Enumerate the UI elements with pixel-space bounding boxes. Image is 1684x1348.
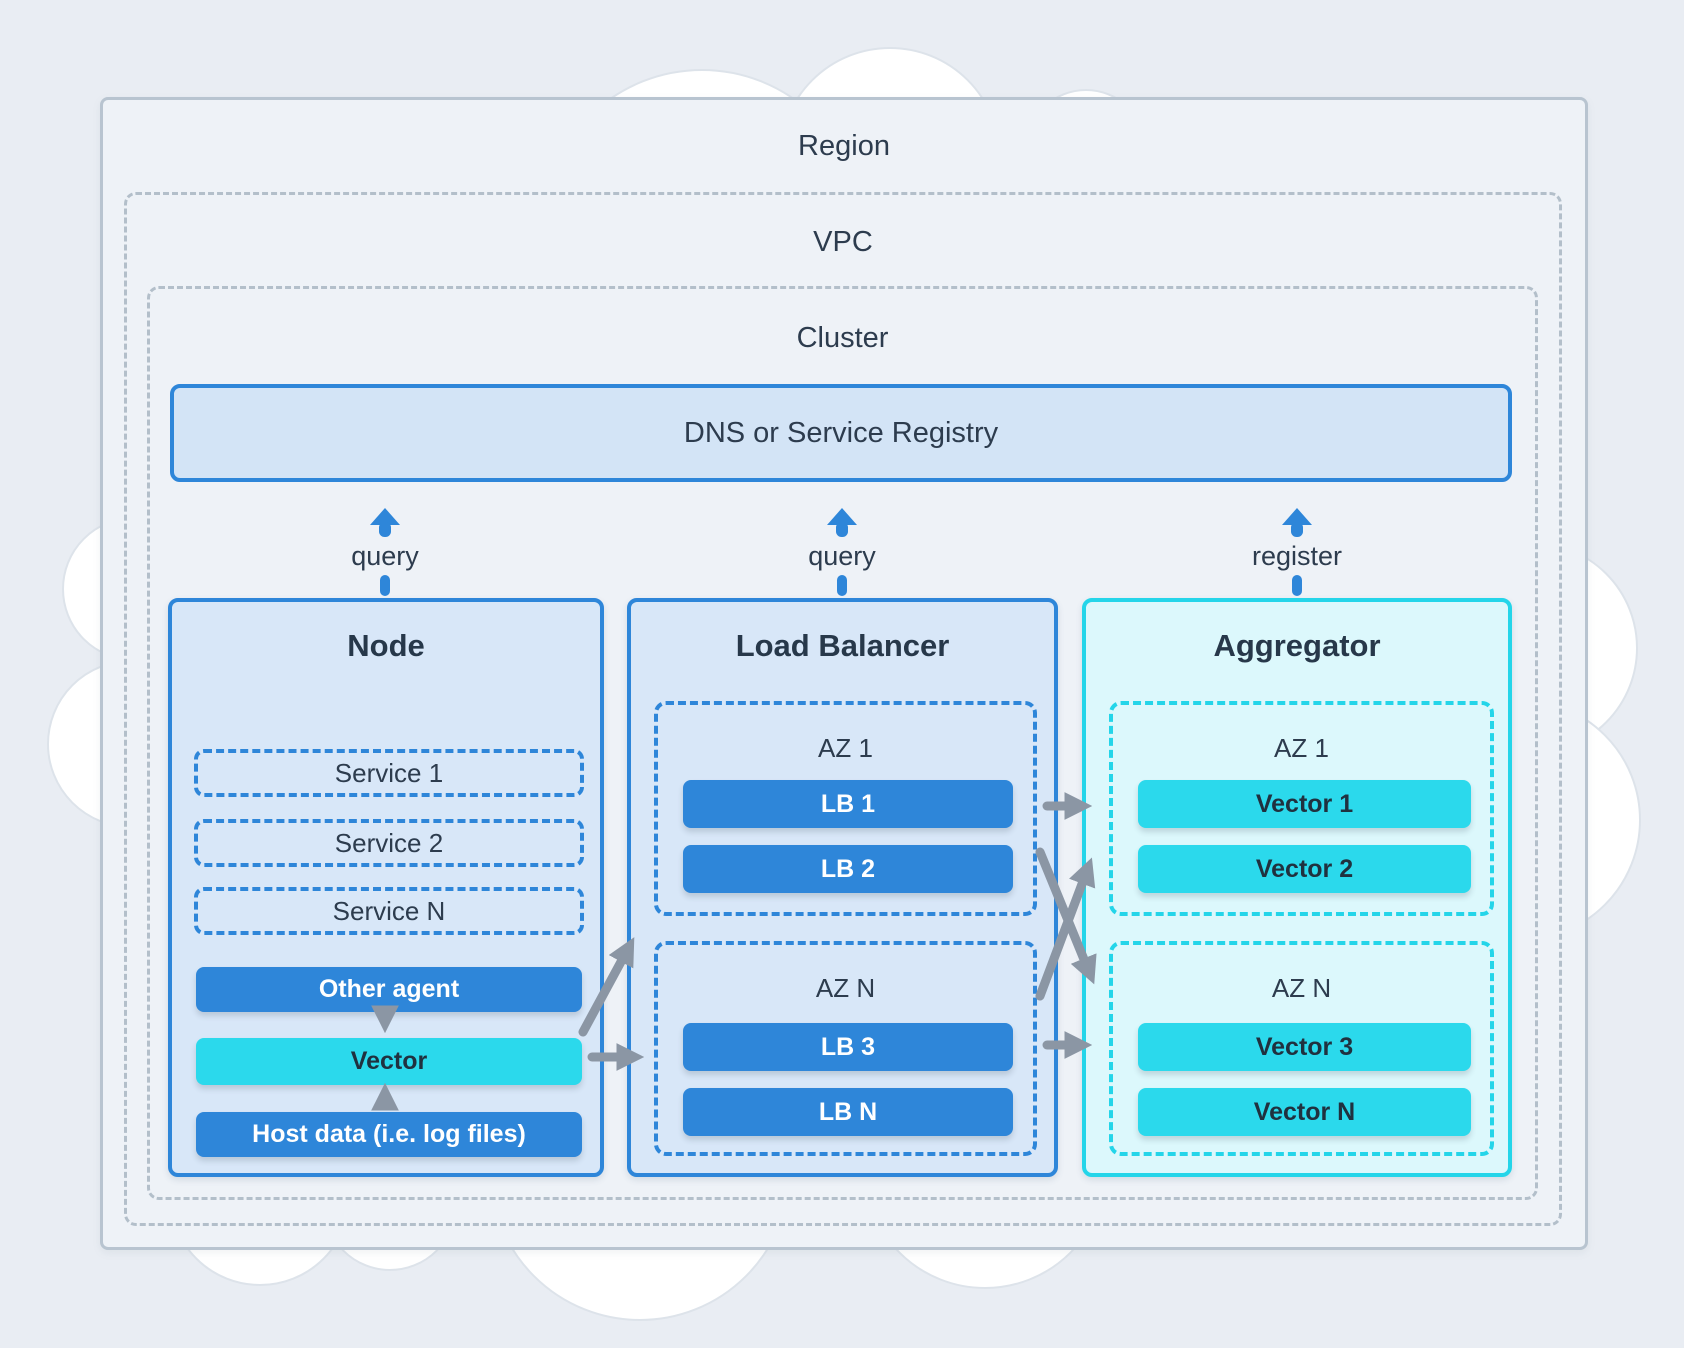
agg-azn-label: AZ N [1271,973,1332,1003]
lb-n-label: LB N [818,1097,878,1126]
lb-1-label: LB 1 [820,789,876,818]
lb-3-label: LB 3 [820,1032,876,1061]
lb-az1-label: AZ 1 [818,733,873,763]
register-label: register [1251,541,1343,571]
vector-n-label: Vector N [1253,1097,1356,1126]
vector-agent-label: Vector [350,1047,428,1075]
lb-az1-zone: AZ 1 LB 1 LB 2 [654,701,1037,916]
vector-1-box: Vector 1 [1138,780,1471,828]
vector-1-label: Vector 1 [1255,789,1354,818]
agg-azn-zone: AZ N Vector 3 Vector N [1109,941,1494,1156]
link-dash [837,575,847,596]
cluster-boundary: Cluster [147,286,1538,1200]
region-label: Region [798,130,890,162]
service-n-label: Service N [332,895,446,926]
cluster-label: Cluster [796,322,889,354]
dns-service-registry-bar: DNS or Service Registry [170,384,1512,482]
service-1-label: Service 1 [334,757,444,788]
host-data-label: Host data (i.e. log files) [252,1120,526,1148]
service-1-slot: Service 1 [194,749,584,797]
query-label: query [808,541,876,571]
query-label: query [351,541,419,571]
lb-azn-label: AZ N [815,973,876,1003]
agg-az1-zone: AZ 1 Vector 1 Vector 2 [1109,701,1494,916]
vector-2-label: Vector 2 [1255,854,1354,883]
load-balancer-title: Load Balancer [735,628,950,663]
vector-2-box: Vector 2 [1138,845,1471,893]
other-agent-box: Other agent [196,967,582,1012]
aggregator-column: Aggregator AZ 1 Vector 1 Vector 2 AZ N V… [1082,598,1512,1177]
service-n-slot: Service N [194,887,584,935]
lb-azn-zone: AZ N LB 3 LB N [654,941,1037,1156]
vector-n-box: Vector N [1138,1088,1471,1136]
node-title: Node [347,628,425,663]
node-query-link: query [285,488,485,596]
load-balancer-column: Load Balancer AZ 1 LB 1 LB 2 AZ N LB 3 L… [627,598,1058,1177]
service-2-label: Service 2 [334,827,444,858]
load-balancer-query-link: query [742,488,942,596]
lb-1-box: LB 1 [683,780,1013,828]
lb-2-label: LB 2 [820,854,876,883]
link-dash [1292,575,1302,596]
vpc-boundary: VPC [124,192,1562,1226]
link-dash [380,575,390,596]
lb-3-box: LB 3 [683,1023,1013,1071]
other-agent-label: Other agent [318,975,460,1003]
aggregator-register-link: register [1197,488,1397,596]
agg-az1-label: AZ 1 [1274,733,1329,763]
dns-service-registry-label: DNS or Service Registry [683,416,999,449]
up-arrow-icon [370,508,400,537]
up-arrow-icon [827,508,857,537]
vector-3-label: Vector 3 [1255,1032,1354,1061]
vector-3-box: Vector 3 [1138,1023,1471,1071]
service-2-slot: Service 2 [194,819,584,867]
vector-agent-box: Vector [196,1038,582,1085]
aggregator-title: Aggregator [1213,628,1381,663]
host-data-box: Host data (i.e. log files) [196,1112,582,1157]
lb-n-box: LB N [683,1088,1013,1136]
lb-2-box: LB 2 [683,845,1013,893]
vpc-label: VPC [813,226,873,258]
up-arrow-icon [1282,508,1312,537]
node-column: Node Service 1 Service 2 Service N Other… [168,598,604,1177]
